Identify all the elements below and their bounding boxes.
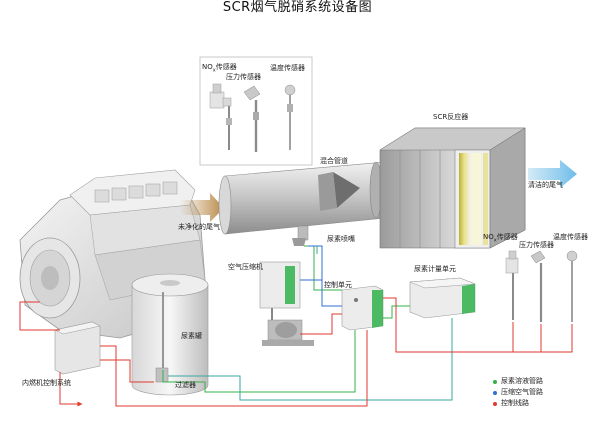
label-mixing-pipe: 混合管道: [320, 157, 348, 165]
legend-item-control-line: 控制线路: [493, 398, 543, 409]
label-scr-reactor: SCR反应器: [433, 113, 469, 121]
urea-metering-unit: [409, 277, 476, 319]
legend-item-urea-line: 尿素溶液管路: [493, 376, 543, 387]
label-air-compressor: 空气压缩机: [228, 263, 263, 271]
urea-tank: [131, 273, 209, 396]
label-temp-sensor-top: 温度传感器: [270, 64, 305, 72]
legend-dot-urea-icon: [493, 379, 497, 384]
control-lines: [19, 297, 573, 407]
label-ice-control-system: 内燃机控制系统: [22, 379, 71, 387]
compressed-air-lines: [300, 245, 342, 307]
legend-dot-control-icon: [493, 401, 497, 406]
urea-nozzle: [292, 225, 309, 246]
label-pressure-sensor-right: 压力传感器: [519, 241, 554, 249]
label-clean-exhaust: 清洁的尾气: [528, 181, 563, 189]
label-temp-sensor-right: 温度传感器: [553, 233, 588, 241]
nox-sensor-top: [209, 83, 232, 150]
pressure-sensor-right: [530, 250, 546, 322]
diagram-title: SCR烟气脱硝系统设备图: [222, 0, 373, 15]
teal-lines: [168, 246, 453, 401]
legend-item-air-line: 压缩空气管路: [493, 387, 543, 398]
scr-reactor: [379, 127, 526, 249]
temp-sensor-right: [566, 250, 578, 322]
label-urea-tank: 尿素罐: [181, 332, 202, 340]
raw-exhaust-arrow: [180, 193, 224, 222]
control-unit: [341, 285, 384, 331]
clean-exhaust-arrow: [528, 160, 577, 188]
mixing-pipe: [218, 161, 386, 235]
label-nox-sensor-top: NOx传感器: [202, 63, 237, 74]
legend-dot-air-icon: [493, 390, 497, 395]
label-filter: 过滤器: [175, 381, 196, 389]
filter: [155, 367, 169, 383]
legend: 尿素溶液管路 压缩空气管路 控制线路: [493, 376, 543, 409]
label-nox-sensor-right: NOx传感器: [483, 233, 518, 244]
label-urea-nozzle: 尿素喷嘴: [327, 235, 355, 243]
temp-sensor-top: [284, 84, 296, 150]
nox-sensor-right: [505, 250, 519, 320]
pressure-sensor-top: [243, 85, 261, 152]
air-compressor: [259, 261, 314, 346]
label-raw-exhaust: 未净化的尾气: [178, 223, 220, 231]
label-control-unit: 控制单元: [324, 281, 352, 289]
label-urea-metering-unit: 尿素计量单元: [414, 265, 456, 273]
label-pressure-sensor-top: 压力传感器: [226, 73, 261, 81]
ice-control-system: [54, 321, 101, 375]
